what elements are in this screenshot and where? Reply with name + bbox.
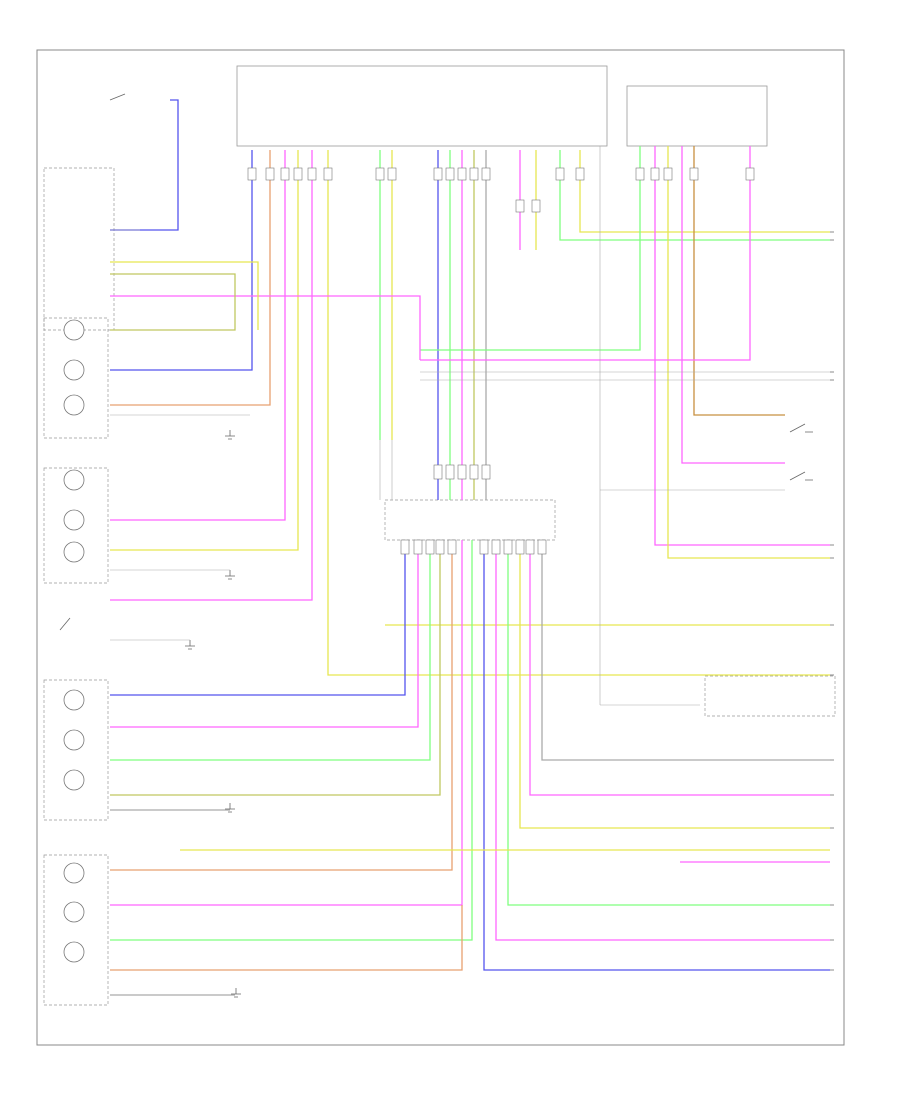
center-module: [384, 499, 556, 541]
right-sensor-box: [704, 675, 836, 717]
ground-icon: [185, 430, 241, 998]
lamp-assembly-1: [43, 317, 109, 439]
edge-connectors: [830, 231, 834, 971]
lamp-assembly-3: [43, 679, 109, 821]
lamp-assembly-4: [43, 854, 109, 1006]
lamp-assembly-2: [43, 467, 109, 584]
diagram-frame: [36, 49, 845, 1046]
top-center-module: [236, 65, 608, 147]
connector-icon: [247, 167, 755, 555]
leader-lines: [110, 146, 830, 706]
top-right-module: [626, 85, 768, 147]
wire-harness: [110, 99, 830, 996]
bulb-icon: [63, 319, 85, 963]
left-switch-module: [43, 167, 115, 331]
switch-icon: [59, 93, 813, 631]
